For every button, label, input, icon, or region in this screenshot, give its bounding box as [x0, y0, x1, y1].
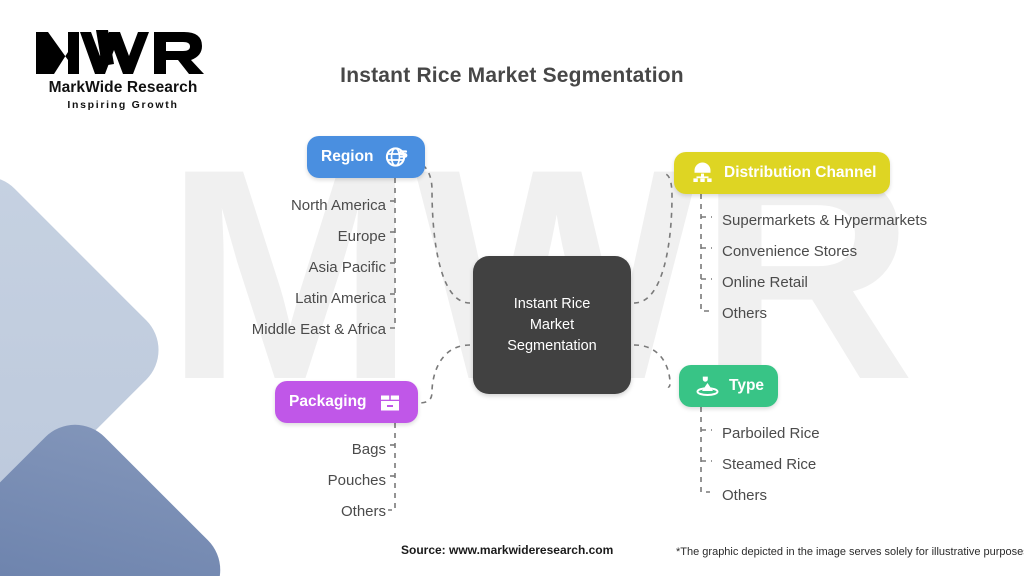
branch-badge-region[interactable]: Region [307, 136, 425, 178]
connector-spine-type [700, 407, 710, 493]
list-item: Middle East & Africa [251, 321, 386, 338]
globe-currency-icon [383, 143, 411, 171]
footer-disclaimer: *The graphic depicted in the image serve… [676, 546, 1024, 558]
branch-items-region: North America Europe Asia Pacific Latin … [252, 190, 386, 345]
connector-spine-distribution [700, 194, 710, 312]
connector-spine-packaging [388, 423, 396, 511]
list-item: Supermarkets & Hypermarkets [722, 212, 928, 229]
package-box-icon [376, 388, 404, 416]
branch-items-type: Parboiled Rice Steamed Rice Others [722, 418, 820, 511]
center-node: Instant Rice Market Segmentation [473, 256, 631, 394]
list-item: Others [340, 503, 386, 520]
list-item: Convenience Stores [722, 243, 858, 260]
distribution-network-icon [688, 159, 716, 187]
branch-items-packaging: Bags Pouches Others [328, 434, 386, 527]
branch-label-packaging: Packaging [289, 393, 367, 410]
footer-source: Source: www.markwideresearch.com [401, 543, 614, 557]
list-item: Latin America [295, 290, 386, 307]
connector-spine-region [388, 178, 396, 329]
connector-center-distribution [633, 172, 673, 304]
branch-label-type: Type [729, 377, 765, 394]
center-node-label: Instant Rice Market Segmentation [507, 295, 597, 354]
list-item: Online Retail [722, 274, 808, 291]
branch-items-distribution: Supermarkets & Hypermarkets Convenience … [722, 205, 927, 329]
connector-center-type [633, 344, 671, 388]
branch-badge-type[interactable]: Type [679, 365, 779, 407]
logo-mark-icon [36, 30, 204, 74]
branch-label-distribution: Distribution Channel [724, 164, 877, 181]
rice-bowl-icon [693, 372, 721, 400]
list-item: Steamed Rice [722, 456, 817, 473]
branch-badge-distribution[interactable]: Distribution Channel [674, 152, 891, 194]
branch-badge-packaging[interactable]: Packaging [275, 381, 418, 423]
page-title: Instant Rice Market Segmentation [340, 64, 684, 87]
list-item: Parboiled Rice [722, 425, 820, 442]
list-item: Bags [351, 441, 386, 458]
logo-company-name: MarkWide Research [48, 79, 198, 96]
list-item: Others [722, 487, 768, 504]
list-item: Europe [337, 228, 386, 245]
connector-center-region [401, 157, 471, 304]
list-item: Pouches [327, 472, 386, 489]
connector-center-packaging [417, 344, 471, 404]
list-item: North America [290, 197, 386, 214]
branch-label-region: Region [321, 148, 374, 165]
brand-logo: MarkWide Research Inspiring Growth [28, 26, 218, 111]
list-item: Asia Pacific [308, 259, 386, 276]
list-item: Others [722, 305, 768, 322]
logo-tagline: Inspiring Growth [67, 99, 179, 111]
